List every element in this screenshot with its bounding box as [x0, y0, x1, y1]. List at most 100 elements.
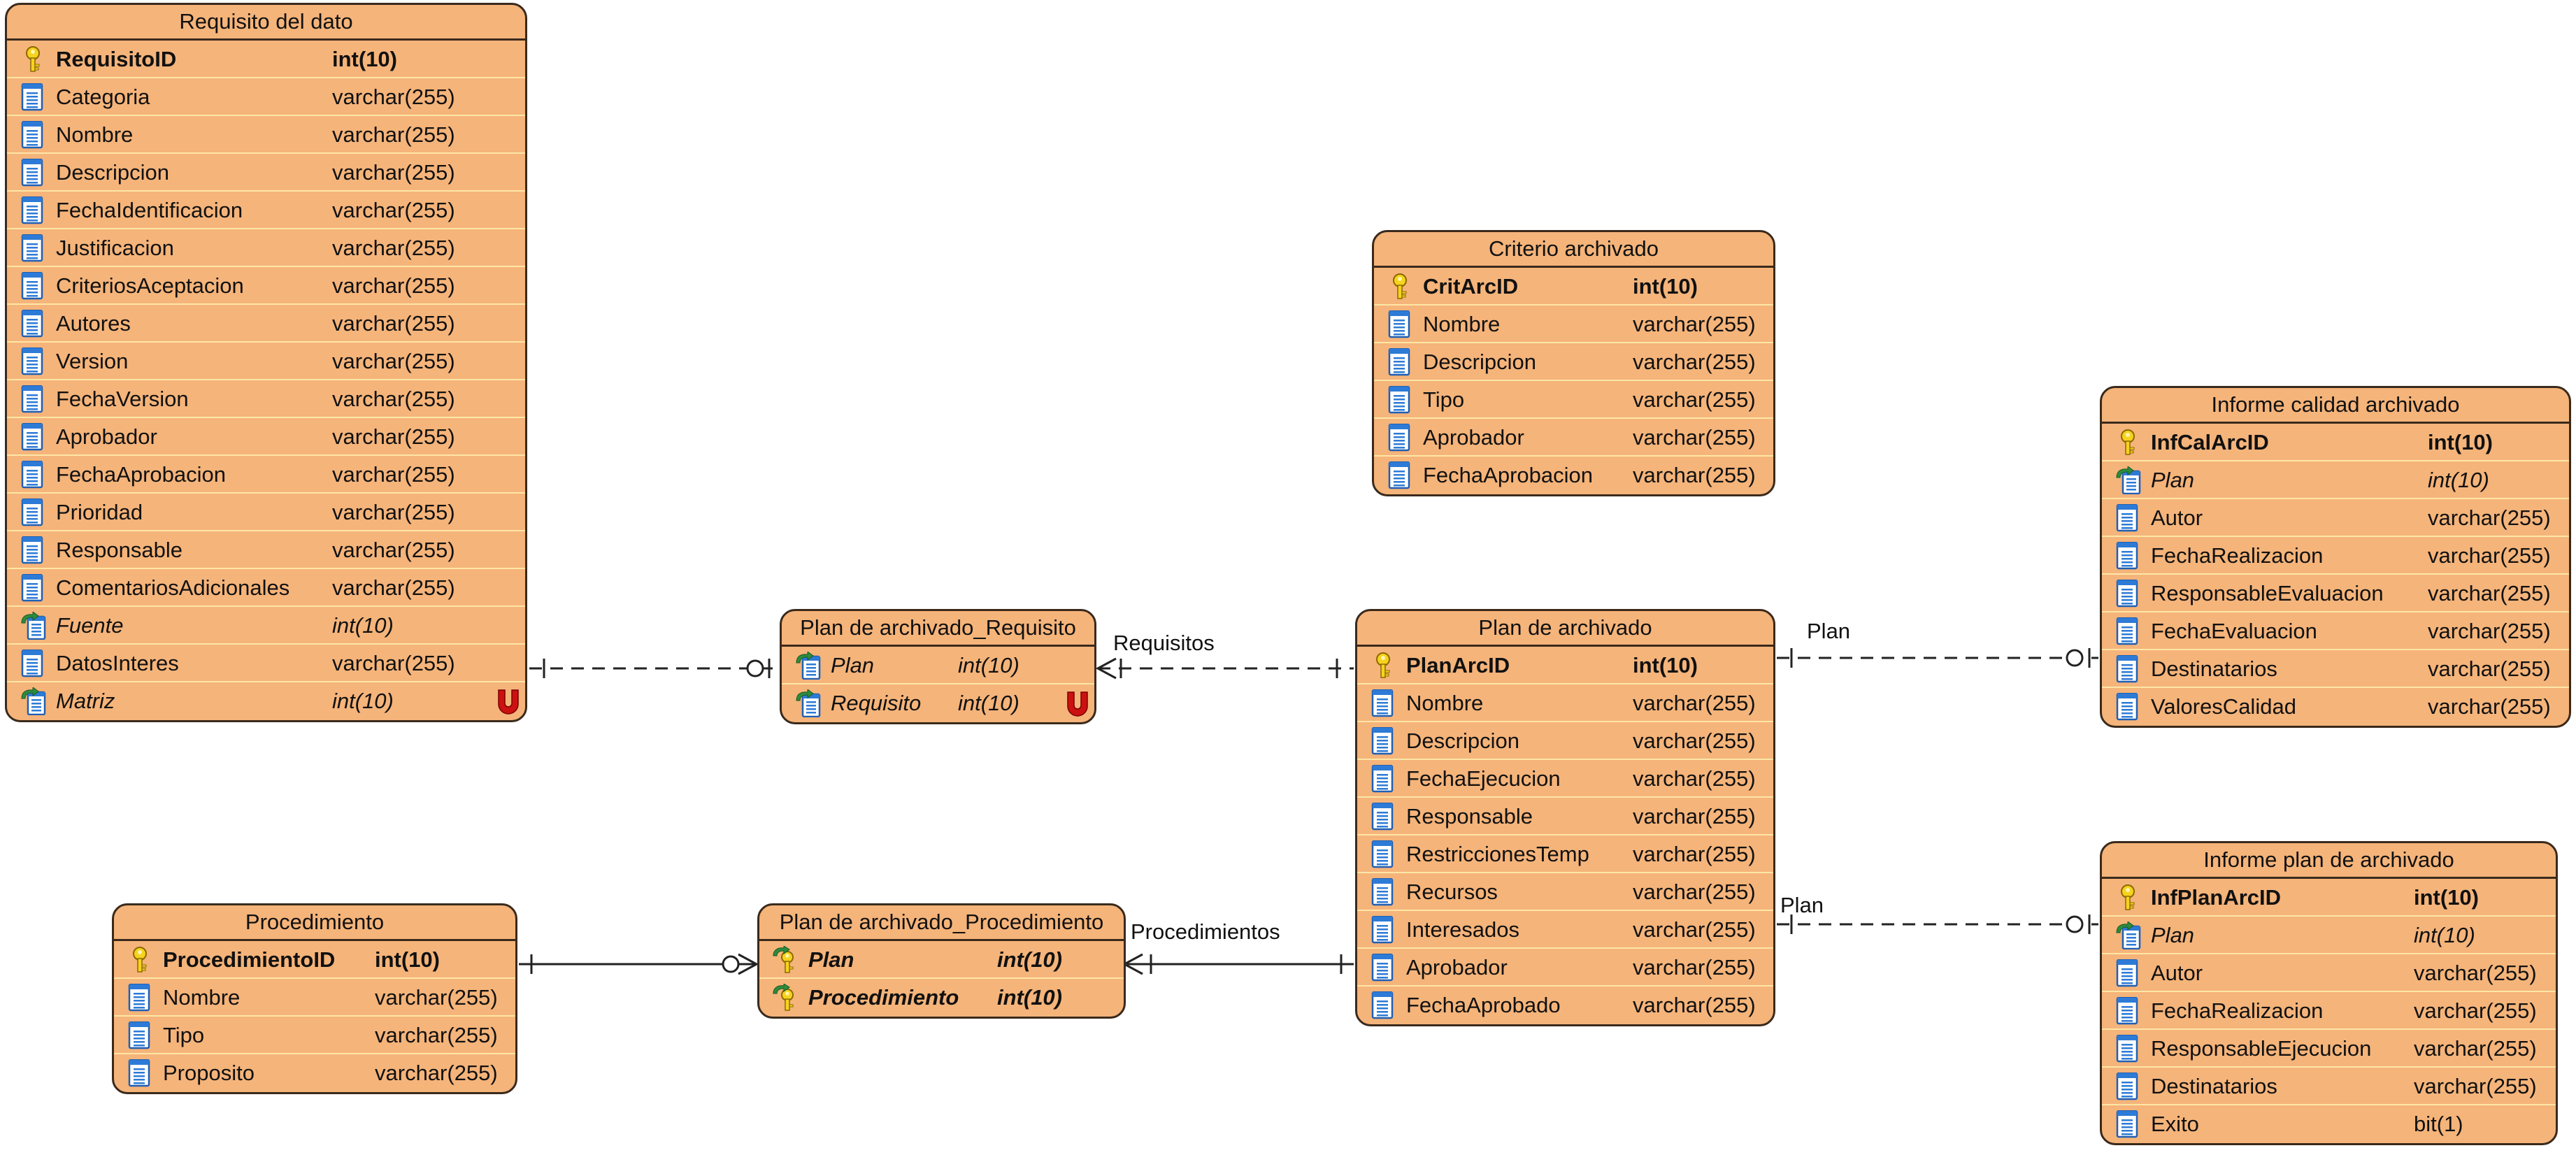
- column-name: RequisitoID: [56, 47, 177, 71]
- primary-foreign-key-icon: [772, 945, 799, 974]
- column-icon: [1387, 347, 1413, 376]
- column-name: Plan: [2151, 468, 2195, 492]
- column-type: varchar(255): [375, 985, 498, 1010]
- column-type: varchar(255): [332, 311, 455, 336]
- column-row-plan[interactable]: Plan int(10): [2102, 461, 2569, 499]
- foreign-key-icon: [20, 687, 46, 716]
- column-name: RestriccionesTemp: [1406, 842, 1589, 866]
- column-icon: [2115, 654, 2141, 683]
- zero-marker: [746, 659, 764, 677]
- column-name: CriteriosAceptacion: [56, 273, 244, 298]
- column-type: varchar(255): [2428, 543, 2551, 568]
- column-type: varchar(255): [332, 236, 455, 260]
- foreign-key-icon: [2115, 921, 2141, 950]
- column-name: PlanArcID: [1406, 653, 1510, 677]
- entity-title: Plan de archivado_Requisito: [782, 611, 1094, 647]
- column-type: varchar(255): [2414, 1036, 2537, 1061]
- column-name: DatosInteres: [56, 651, 179, 675]
- column-name: Plan: [831, 653, 875, 677]
- column-type: int(10): [997, 947, 1062, 972]
- column-type: varchar(255): [2414, 1074, 2537, 1098]
- column-type: int(10): [2428, 468, 2489, 492]
- primary-key-icon: [20, 45, 46, 73]
- primary-key-icon: [1370, 652, 1396, 680]
- column-type: varchar(255): [2414, 961, 2537, 985]
- column-icon: [1387, 461, 1413, 489]
- column-name: Procedimiento: [808, 985, 959, 1010]
- column-name: Proposito: [163, 1061, 255, 1085]
- entity-title: Procedimiento: [114, 905, 515, 941]
- column-icon: [20, 196, 46, 224]
- column-name: FechaAprobado: [1406, 993, 1561, 1017]
- relationship-label-plan-informe-calidad: Plan: [1807, 619, 1851, 643]
- column-type: varchar(255): [2428, 505, 2551, 530]
- column-type: varchar(255): [1633, 350, 1756, 374]
- column-name: Prioridad: [56, 500, 143, 524]
